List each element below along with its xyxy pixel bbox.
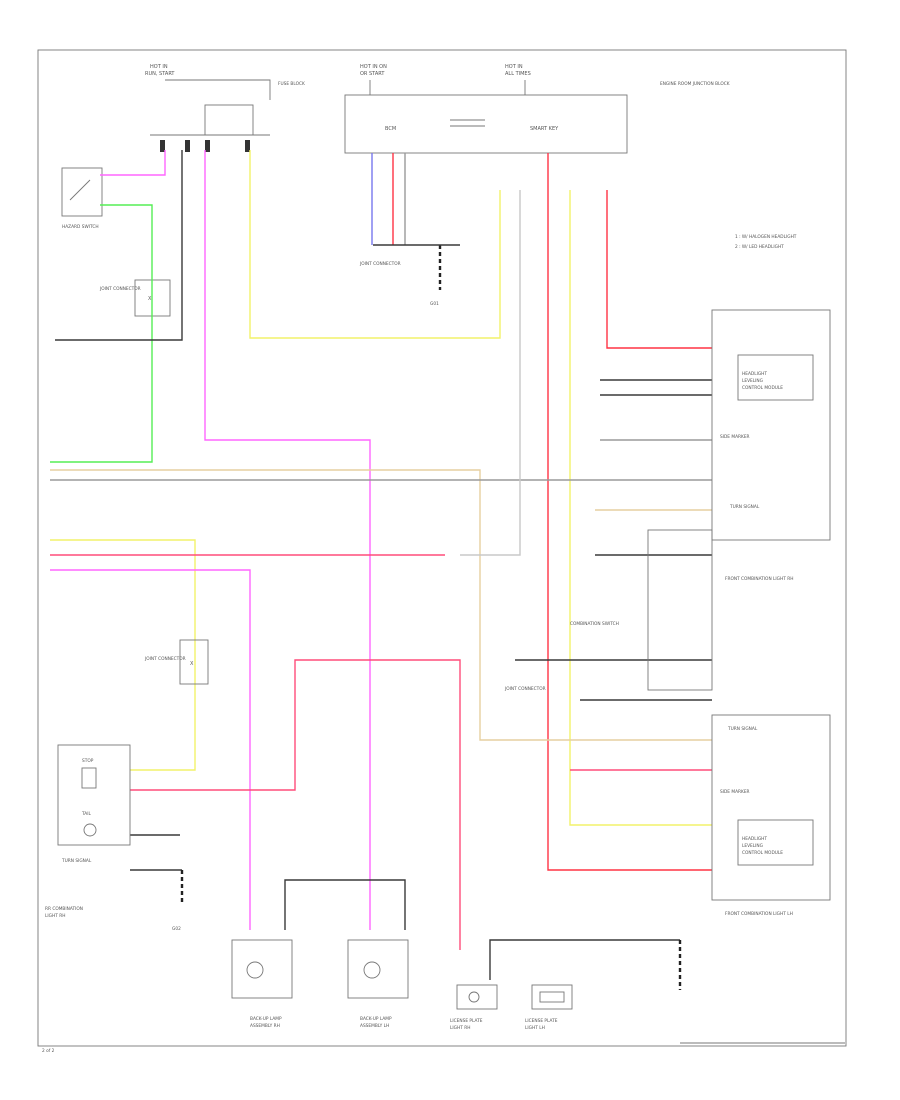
label-turn-signal-top: TURN SIGNAL — [729, 504, 760, 510]
label-hl-ctrl-rh-2: LEVELING — [742, 378, 763, 384]
label-front-combo-rh: FRONT COMBINATION LIGHT RH — [725, 576, 793, 582]
license-light-rh: LICENSE PLATE LIGHT RH — [450, 984, 498, 1031]
label-hazard-switch: HAZARD SWITCH — [62, 224, 99, 230]
front-combination-light-rh: HEADLIGHT LEVELING CONTROL MODULE SIDE M… — [711, 309, 831, 582]
label-hl-ctrl-rh-3: CONTROL MODULE — [742, 385, 783, 391]
label-joint-right: JOINT CONNECTOR — [504, 686, 546, 692]
backup-lamp-rh: BACK-UP LAMP ASSEMBLY RH — [231, 939, 293, 1029]
label-backup-rh-1: BACK-UP LAMP — [250, 1016, 282, 1022]
label-hl-ctrl-lh-2: LEVELING — [742, 843, 763, 849]
label-backup-lh-2: ASSEMBLY LH — [360, 1023, 389, 1029]
label-combination-switch: COMBINATION SWITCH — [570, 621, 619, 627]
label-fuse-block: FUSE BLOCK — [278, 81, 305, 87]
joint-connector-2: JOINT CONNECTOR G01 — [359, 245, 442, 307]
legend-item-2: 2 : W/ LED HEADLIGHT — [735, 244, 784, 250]
bcm-module: HOT IN ON OR START HOT IN ALL TIMES BCM … — [344, 64, 730, 154]
label-ground-2: G02 — [172, 926, 181, 932]
wires — [50, 150, 712, 980]
label-hl-ctrl-lh-1: HEADLIGHT — [742, 836, 767, 842]
label-hot-on-1: HOT IN ON — [360, 64, 387, 70]
legend-item-1: 1 : W/ HALOGEN HEADLIGHT — [735, 234, 797, 240]
legend: 1 : W/ HALOGEN HEADLIGHT 2 : W/ LED HEAD… — [735, 234, 797, 250]
license-light-lh: LICENSE PLATE LIGHT LH — [525, 984, 573, 1031]
label-front-combo-lh: FRONT COMBINATION LIGHT LH — [725, 911, 793, 917]
label-hl-ctrl-lh-3: CONTROL MODULE — [742, 850, 783, 856]
fuse-block-area: HOT IN RUN, START FUSE BLOCK — [145, 64, 305, 152]
label-side-marker-top: SIDE MARKER — [720, 434, 750, 440]
diagram-frame — [37, 49, 847, 1047]
joint-connector-1: X JOINT CONNECTOR — [99, 279, 171, 317]
label-license-lh-2: LIGHT LH — [525, 1025, 545, 1031]
label-turn-signal-mid: TURN SIGNAL — [727, 726, 758, 732]
svg-text:X: X — [148, 296, 152, 302]
label-rear-stop: STOP — [82, 758, 94, 764]
label-license-rh-2: LIGHT RH — [450, 1025, 470, 1031]
label-backup-lh-1: BACK-UP LAMP — [360, 1016, 392, 1022]
label-backup-rh-2: ASSEMBLY RH — [250, 1023, 280, 1029]
label-hot-run-2: RUN, START — [145, 71, 175, 77]
front-combination-light-lh: TURN SIGNAL SIDE MARKER HEADLIGHT LEVELI… — [711, 714, 831, 917]
page-id: 2 of 2 — [42, 1048, 55, 1054]
label-joint-2: JOINT CONNECTOR — [359, 261, 401, 267]
label-joint-1: JOINT CONNECTOR — [99, 286, 141, 292]
joint-connector-right: JOINT CONNECTOR COMBINATION SWITCH — [504, 529, 713, 692]
label-license-lh-1: LICENSE PLATE — [525, 1018, 558, 1024]
label-hl-ctrl-rh-1: HEADLIGHT — [742, 371, 767, 377]
label-rear-combo-2: LIGHT RH — [45, 913, 65, 919]
label-hot-on-2: OR START — [360, 71, 385, 77]
label-bcm: BCM — [385, 126, 396, 132]
joint-connector-3: X JOINT CONNECTOR — [144, 639, 209, 685]
label-rear-turn: TURN SIGNAL — [61, 858, 92, 864]
label-ground-1: G01 — [430, 301, 439, 307]
label-rear-combo-1: RR COMBINATION — [45, 906, 83, 912]
label-hot-all-1: HOT IN — [505, 64, 523, 70]
label-license-rh-1: LICENSE PLATE — [450, 1018, 483, 1024]
label-hot-run-1: HOT IN — [150, 64, 168, 70]
rear-combination-light-rh: STOP TAIL TURN SIGNAL RR COMBINATION LIG… — [45, 744, 184, 932]
label-hot-all-2: ALL TIMES — [505, 71, 531, 77]
label-junction-block: ENGINE ROOM JUNCTION BLOCK — [660, 81, 730, 87]
label-side-marker-mid: SIDE MARKER — [720, 789, 750, 795]
label-rear-tail: TAIL — [81, 811, 91, 817]
hazard-switch: HAZARD SWITCH — [61, 167, 103, 230]
label-smart-key: SMART KEY — [530, 126, 559, 132]
svg-text:X: X — [190, 661, 194, 667]
backup-lamp-lh: BACK-UP LAMP ASSEMBLY LH — [347, 939, 409, 1029]
label-joint-3: JOINT CONNECTOR — [144, 656, 186, 662]
